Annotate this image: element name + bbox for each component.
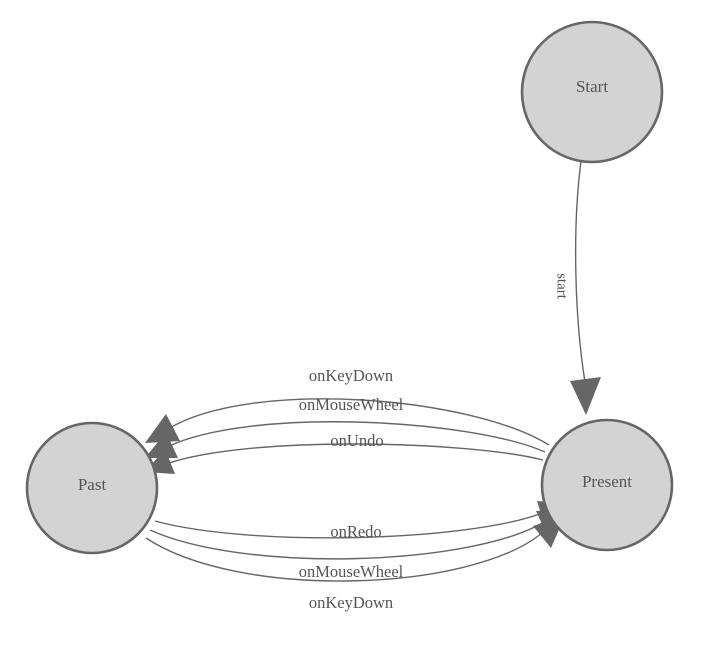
edge-present-to-past-onmousewheel-label: onMouseWheel: [299, 395, 404, 414]
node-present-label: Present: [582, 472, 632, 491]
edge-past-to-present-onredo[interactable]: onRedo: [154, 501, 566, 541]
edge-start-to-present-label: start: [554, 273, 570, 300]
edge-present-to-past-onundo-path: [165, 443, 544, 465]
edge-present-to-past-onundo[interactable]: onUndo: [145, 431, 544, 474]
edge-present-to-past-onmousewheel-arrowhead: [145, 432, 178, 458]
edge-start-to-present-path: [574, 160, 586, 383]
edge-past-to-present-onmousewheel[interactable]: onMouseWheel: [149, 510, 566, 581]
edge-present-to-past-onkeydown-arrowhead: [145, 414, 180, 443]
edge-past-to-present-onredo-path: [154, 511, 546, 539]
node-past-circle: [25, 421, 159, 555]
edge-present-to-past-onkeydown-path: [167, 398, 550, 446]
edge-present-to-past-onmousewheel[interactable]: onMouseWheel: [145, 395, 546, 458]
node-past[interactable]: Past: [25, 421, 159, 555]
edge-past-to-present-onredo-label: onRedo: [330, 522, 381, 541]
node-past-label: Past: [78, 475, 107, 494]
edge-present-to-past-onkeydown[interactable]: onKeyDown: [145, 366, 550, 446]
node-start-circle: [520, 20, 664, 164]
edge-past-to-present-onmousewheel-label: onMouseWheel: [299, 562, 404, 581]
node-present[interactable]: Present: [540, 418, 674, 552]
edge-present-to-past-onmousewheel-path: [166, 421, 546, 453]
node-start-label: Start: [576, 77, 608, 96]
edge-start-to-present-arrowhead: [570, 377, 601, 415]
edge-present-to-past-onkeydown-label: onKeyDown: [309, 366, 393, 385]
edge-past-to-present-onkeydown-path: [145, 532, 543, 582]
edge-present-to-past-onundo-label: onUndo: [330, 431, 383, 450]
node-present-circle: [540, 418, 674, 552]
edge-past-to-present-onmousewheel-path: [149, 521, 545, 560]
node-start[interactable]: Start: [520, 20, 664, 164]
edge-past-to-present-onkeydown-label: onKeyDown: [309, 593, 393, 612]
edge-start-to-present[interactable]: start: [554, 160, 601, 415]
